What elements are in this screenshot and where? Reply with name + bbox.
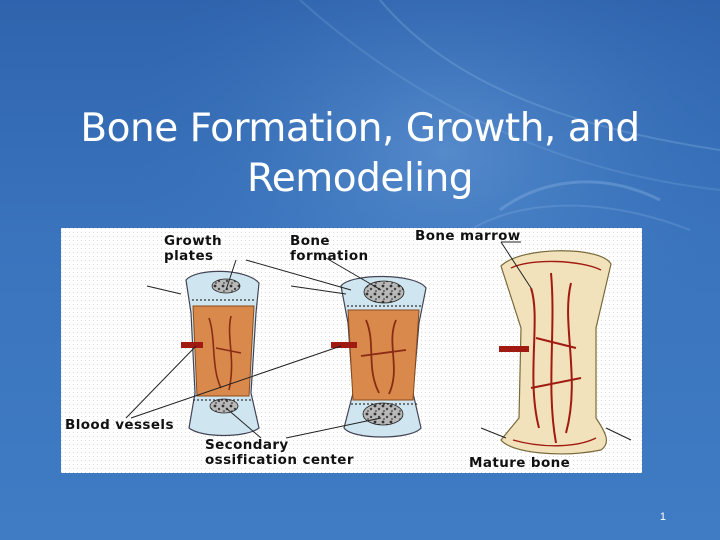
bone-growth-figure: Growth plates Bone formation Bone marrow… [61, 228, 642, 473]
label-blood-vessels: Blood vessels [65, 417, 174, 433]
label-secondary-ossification-center: Secondary ossification center [205, 437, 354, 468]
label-growth-plates: Growth plates [164, 233, 222, 264]
pointer-lines [125, 241, 632, 441]
slide-number: 1 [659, 511, 666, 523]
bone-diagram [61, 228, 642, 473]
growing-bone [331, 275, 427, 438]
slide-title: Bone Formation, Growth, and Remodeling [80, 106, 640, 201]
label-bone-formation: Bone formation [290, 233, 369, 264]
mature-bone [499, 250, 612, 455]
label-bone-marrow: Bone marrow [415, 228, 521, 244]
young-bone [181, 270, 260, 437]
label-mature-bone: Mature bone [469, 455, 571, 471]
